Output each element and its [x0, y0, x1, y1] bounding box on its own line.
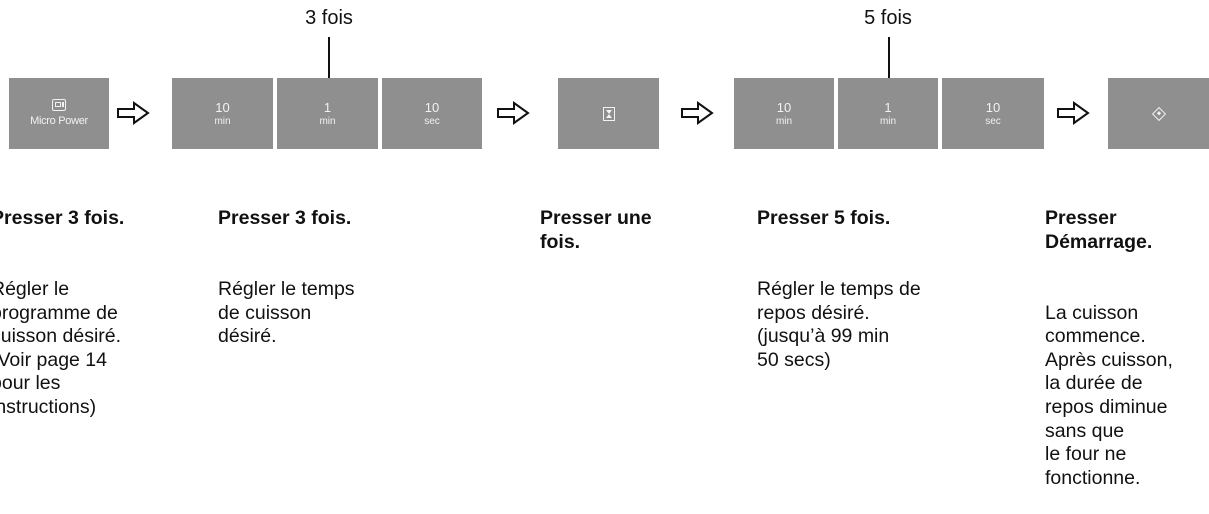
button-value: 1	[884, 99, 892, 115]
step-1-action: Presser 3 fois.	[0, 207, 125, 230]
button-unit: sec	[985, 115, 1001, 127]
button-unit: min	[319, 115, 336, 127]
start-button[interactable]	[1108, 78, 1209, 149]
arrow-right-outline-icon	[1057, 101, 1090, 125]
step-4-count-line	[888, 37, 890, 78]
hourglass-icon	[602, 106, 615, 121]
start-diamond-icon	[1151, 106, 1166, 121]
microwave-icon	[52, 99, 66, 111]
button-value: 10	[215, 99, 230, 115]
step-5-action: Presser Démarrage.	[1045, 207, 1153, 253]
micro-power-button[interactable]: Micro Power	[9, 78, 109, 149]
ten-sec-button[interactable]: 10 sec	[382, 78, 482, 149]
step-2-count-line	[328, 37, 330, 78]
step-3-action: Presser une fois.	[540, 207, 652, 253]
button-unit: sec	[424, 115, 440, 127]
ten-min-button[interactable]: 10 min	[172, 78, 273, 149]
step-1-details: Régler le programme de cuisson désiré. (…	[0, 277, 122, 418]
arrow-right-outline-icon	[681, 101, 714, 125]
arrow-right-outline-icon	[497, 101, 530, 125]
button-value: 10	[776, 99, 792, 115]
step-5-description: Presser Démarrage. La cuisson commence. …	[1045, 160, 1173, 514]
step-2-count-label: 3 fois	[305, 7, 353, 29]
button-unit: min	[775, 115, 793, 127]
button-unit: min	[879, 115, 897, 127]
step-5-details: La cuisson commence. Après cuisson, la d…	[1045, 301, 1173, 489]
step-4-details: Régler le temps de repos désiré. (jusqu’…	[757, 277, 921, 371]
step-4-count-label: 5 fois	[864, 7, 912, 29]
step-1-description: Presser 3 fois. Régler le programme de c…	[0, 160, 124, 443]
button-value: 10	[424, 99, 440, 115]
step-2-details: Régler le temps de cuisson désiré.	[218, 277, 355, 348]
step-3-description: Presser une fois.	[540, 160, 652, 278]
button-value: 10	[985, 99, 1001, 115]
step-4-description: Presser 5 fois. Régler le temps de repos…	[757, 160, 921, 396]
step-2-action: Presser 3 fois.	[218, 207, 352, 230]
one-min-button[interactable]: 1 min	[277, 78, 378, 149]
ten-sec-button[interactable]: 10 sec	[942, 78, 1044, 149]
step-4-action: Presser 5 fois.	[757, 207, 891, 230]
timer-button[interactable]	[558, 78, 659, 149]
arrow-right-outline-icon	[117, 101, 150, 125]
micro-power-label: Micro Power	[30, 115, 88, 127]
ten-min-button[interactable]: 10 min	[734, 78, 834, 149]
button-value: 1	[323, 99, 332, 115]
step-2-description: Presser 3 fois. Régler le temps de cuiss…	[218, 160, 355, 372]
one-min-button[interactable]: 1 min	[838, 78, 938, 149]
button-unit: min	[214, 115, 231, 127]
